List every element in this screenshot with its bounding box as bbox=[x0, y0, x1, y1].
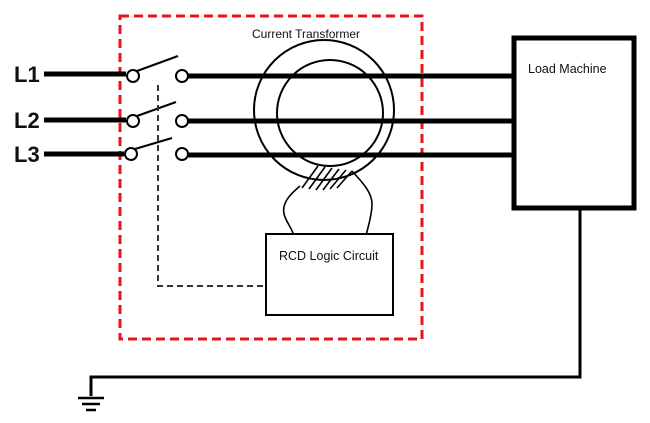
coil-turn bbox=[336, 170, 353, 189]
trip-linkage-line bbox=[157, 85, 266, 287]
ground-symbol-icon bbox=[78, 396, 104, 412]
ct-lead-left bbox=[282, 185, 301, 237]
coil-turn bbox=[315, 167, 333, 191]
earth-return bbox=[89, 208, 582, 396]
rcd-enclosure-boundary bbox=[118, 14, 424, 341]
coil-turn bbox=[308, 166, 326, 190]
switch-contacts bbox=[124, 69, 189, 161]
coil-turn bbox=[301, 165, 319, 189]
ct-lead-right bbox=[351, 170, 373, 237]
ct-leads bbox=[282, 170, 373, 237]
through-wires bbox=[188, 73, 514, 158]
label-l2: L2 bbox=[14, 108, 40, 133]
contact-l2-left bbox=[126, 114, 140, 128]
contact-l1-left bbox=[126, 69, 140, 83]
contact-l3-right bbox=[175, 147, 189, 161]
coil-turn bbox=[322, 168, 340, 191]
blade-l3 bbox=[134, 137, 173, 150]
current-transformer bbox=[253, 39, 395, 181]
contact-l2-right bbox=[175, 114, 189, 128]
blade-l2 bbox=[136, 101, 177, 117]
switch-blades bbox=[134, 55, 179, 150]
coil-turn bbox=[329, 169, 347, 190]
ct-secondary-winding bbox=[301, 165, 353, 191]
trip-linkage bbox=[157, 85, 266, 287]
incoming-wires bbox=[44, 71, 126, 157]
load-machine-label: Load Machine bbox=[528, 62, 607, 76]
earth-wire bbox=[89, 208, 582, 396]
ct-inner-ring bbox=[276, 59, 384, 167]
label-l3: L3 bbox=[14, 142, 40, 167]
current-transformer-label: Current Transformer bbox=[252, 27, 360, 41]
rcd-logic-box bbox=[265, 233, 394, 316]
blade-l1 bbox=[136, 55, 179, 72]
contact-l3-left bbox=[124, 147, 138, 161]
load-machine-box bbox=[511, 35, 637, 211]
contact-l1-right bbox=[175, 69, 189, 83]
label-l1: L1 bbox=[14, 62, 40, 87]
rcd-logic-label: RCD Logic Circuit bbox=[279, 249, 379, 263]
